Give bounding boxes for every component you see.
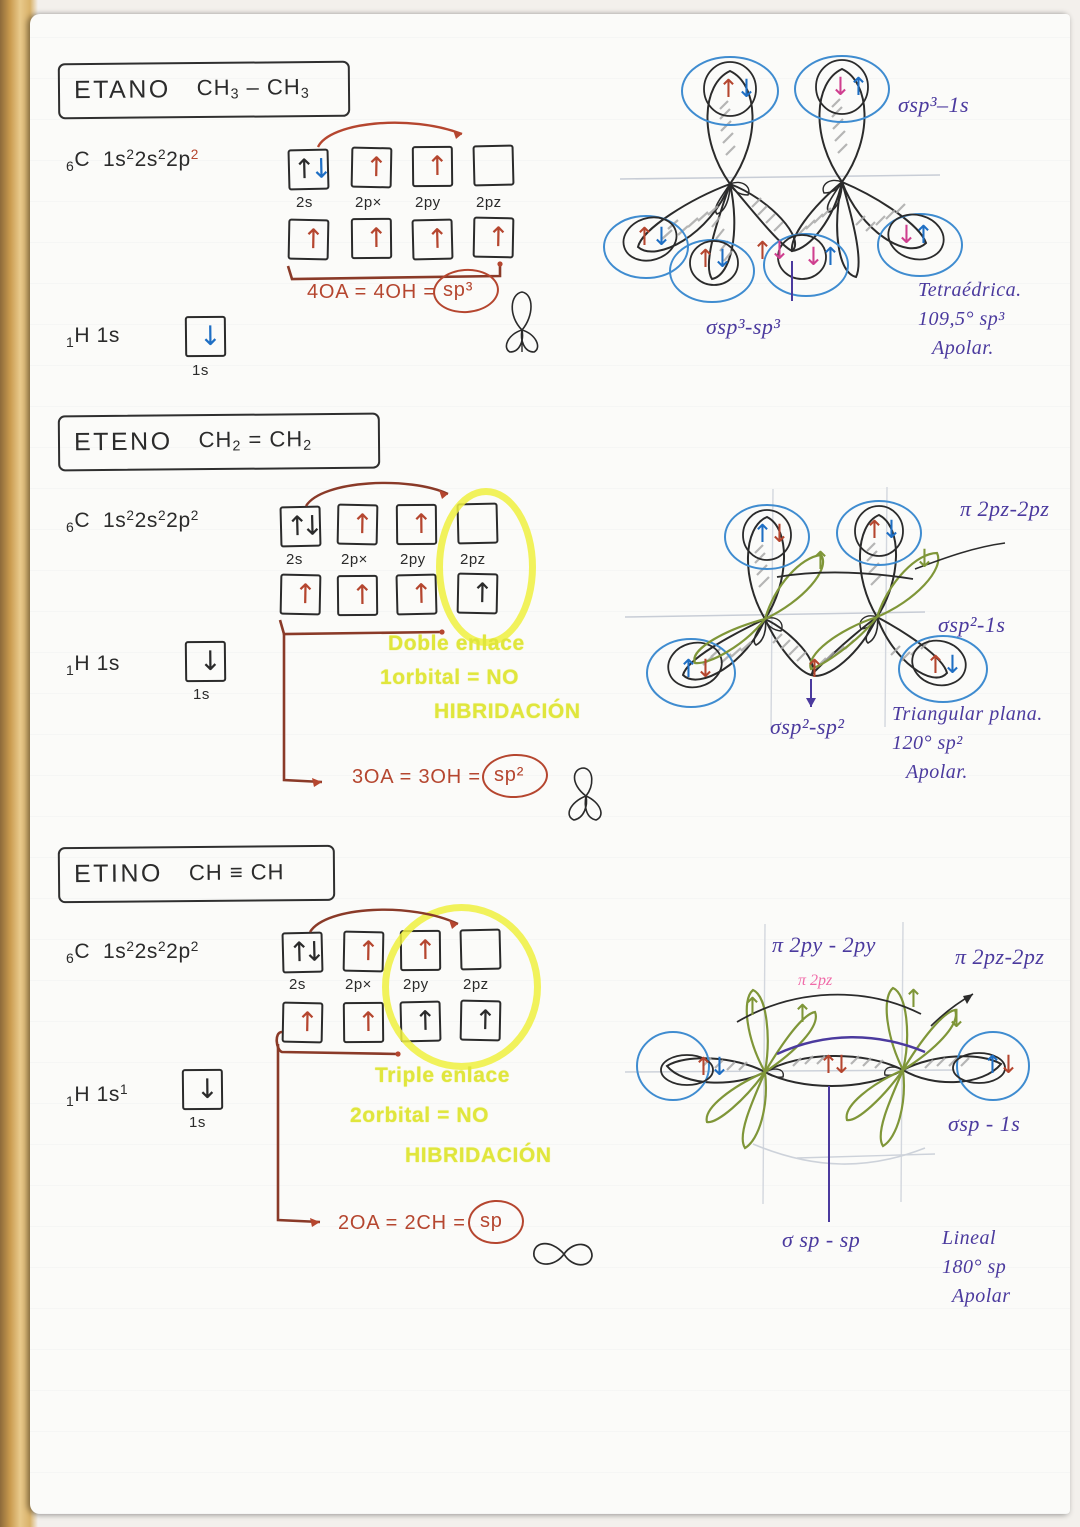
geometry-line-3-etino: Apolar bbox=[952, 1285, 1011, 1307]
sigma-bottom-label-eteno: σsp²-sp² bbox=[770, 714, 845, 739]
highlight-note-line1-etino: Triple enlace bbox=[375, 1064, 511, 1087]
highlight-note-line1-eteno: Doble enlace bbox=[388, 632, 525, 655]
promotion-arrow-etino bbox=[275, 908, 459, 1227]
pi-pink-label-etino: π 2pz bbox=[798, 972, 833, 989]
geometry-line-2-etino: 180° sp bbox=[942, 1256, 1007, 1278]
carbon-config-eteno: 6C 1s22s22p2 bbox=[66, 508, 199, 535]
sigma-bottom-label-etino: σ sp - sp bbox=[782, 1227, 861, 1252]
sp-orbital-doodle-etino bbox=[533, 1242, 593, 1266]
sigma-right-label-eteno: σsp²-1s bbox=[938, 612, 1006, 637]
orbital-label-2py-eteno: 2py bbox=[400, 551, 426, 568]
promotion-arrow-eteno bbox=[278, 481, 449, 787]
sigma-label-top-etano: σsp³–1s bbox=[898, 92, 970, 117]
hybrid-result-etano: sp³ bbox=[443, 279, 474, 301]
orbital-label-1s-hydrogen-etino: 1s bbox=[189, 1114, 206, 1131]
highlight-note-line2-etino: 2orbital = NO bbox=[350, 1104, 490, 1127]
geometry-notes-eteno: Triangular plana. 120° sp² Apolar. bbox=[892, 700, 1043, 787]
pi-label-y-etino: π 2py - 2py bbox=[772, 932, 876, 957]
hydrogen-config-etano: 1H 1s bbox=[66, 324, 120, 350]
carbon-config-etano: 6C 1s22s22p2 bbox=[66, 147, 199, 174]
orbital-label-2s-etano: 2s bbox=[296, 194, 313, 211]
orbital-label-2s-eteno: 2s bbox=[286, 551, 303, 568]
hydrogen-config-eteno: 1H 1s bbox=[66, 652, 120, 678]
geometry-line-3-etano: Apolar. bbox=[932, 337, 994, 359]
hybrid-result-etino: sp bbox=[480, 1210, 503, 1232]
sigma-right-label-etino: σsp - 1s bbox=[948, 1111, 1021, 1136]
geometry-line-3-eteno: Apolar. bbox=[906, 761, 968, 783]
highlight-note-line3-eteno: HIBRIDACIÓN bbox=[434, 700, 581, 723]
geometry-line-2-etano: 109,5° sp³ bbox=[918, 308, 1005, 330]
geometry-line-1-eteno: Triangular plana. bbox=[892, 703, 1043, 725]
promotion-arrow-etano bbox=[286, 121, 503, 281]
orbital-label-2py-etano: 2py bbox=[415, 194, 441, 211]
highlight-note-line3-etino: HIBRIDACIÓN bbox=[405, 1144, 552, 1167]
sigma-label-bottom-etano: σsp³-sp³ bbox=[706, 314, 781, 339]
pi-label-eteno: π 2pz-2pz bbox=[960, 496, 1050, 521]
geometry-line-1-etano: Tetraédrica. bbox=[918, 279, 1022, 301]
orbital-diagram-eteno bbox=[624, 486, 1006, 730]
geometry-line-2-eteno: 120° sp² bbox=[892, 732, 963, 754]
hybrid-note-eteno: 3OA = 3OH = bbox=[352, 766, 481, 788]
sp2-orbital-doodle-eteno bbox=[568, 767, 602, 821]
pi-label-z-etino: π 2pz-2pz bbox=[955, 944, 1045, 969]
highlight-circle-2py-2pz-etino bbox=[382, 904, 541, 1070]
highlight-note-line2-eteno: 1orbital = NO bbox=[380, 666, 520, 689]
orbital-box-1s-hydrogen-etino: ↓ bbox=[181, 1068, 224, 1111]
orbital-label-2pz-etano: 2pz bbox=[476, 194, 502, 211]
orbital-label-2px-etino: 2p× bbox=[345, 976, 372, 993]
hybrid-result-eteno: sp² bbox=[494, 764, 525, 786]
orbital-label-2px-eteno: 2p× bbox=[341, 551, 368, 568]
hydrogen-config-etino: 1H 1s1 bbox=[66, 1082, 129, 1109]
hybrid-note-etano: 4OA = 4OH = bbox=[307, 281, 436, 303]
highlight-circle-2pz-eteno bbox=[436, 488, 536, 646]
orbital-label-2px-etano: 2p× bbox=[355, 194, 382, 211]
orbital-diagram-etano bbox=[603, 55, 963, 303]
orbital-diagram-etino bbox=[624, 921, 1030, 1222]
carbon-config-etino: 6C 1s22s22p2 bbox=[66, 939, 199, 966]
geometry-notes-etino: Lineal 180° sp Apolar bbox=[942, 1224, 1011, 1311]
orbital-label-2s-etino: 2s bbox=[289, 976, 306, 993]
sp3-orbital-doodle-etano bbox=[505, 291, 539, 353]
orbital-label-1s-hydrogen-eteno: 1s bbox=[193, 686, 210, 703]
hybrid-note-etino: 2OA = 2CH = bbox=[338, 1212, 466, 1234]
orbital-label-1s-hydrogen-etano: 1s bbox=[192, 362, 209, 379]
geometry-line-1-etino: Lineal bbox=[942, 1227, 997, 1249]
geometry-notes-etano: Tetraédrica. 109,5° sp³ Apolar. bbox=[918, 276, 1022, 363]
notebook-page: ETANO CH3 – CH3 6C 1s22s22p2 ↑↓ ↑ ↑ 2s 2… bbox=[30, 14, 1070, 1514]
